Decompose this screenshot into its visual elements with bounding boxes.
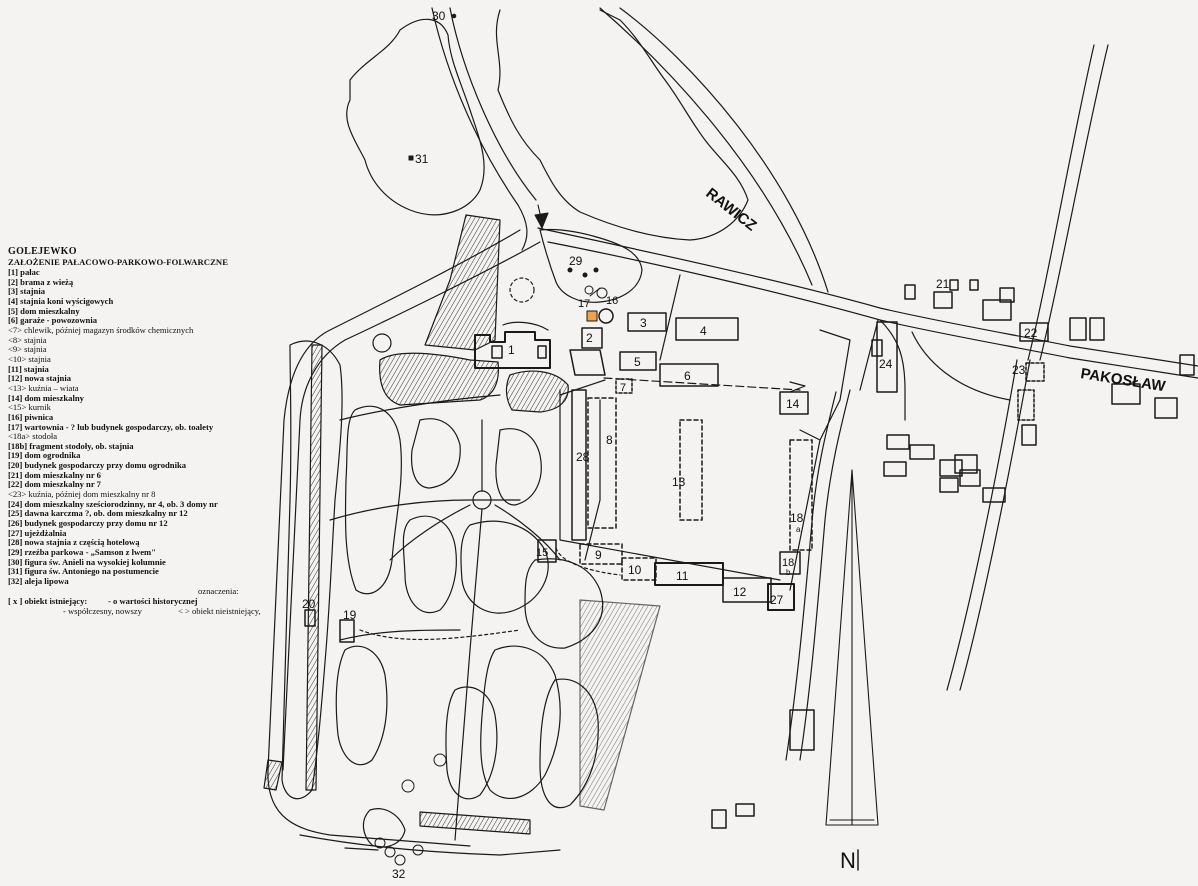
legend-item: [29] rzeźba parkowa - „Samson z lwem"	[8, 547, 156, 558]
building-label-27: 27	[770, 593, 784, 607]
legend-item: [16] piwnica	[8, 411, 54, 422]
farmyard	[555, 274, 879, 591]
road-network	[267, 7, 1198, 856]
legend-item: <13> kuźnia – wiata	[8, 382, 79, 393]
north-label: N	[840, 848, 856, 873]
legend-subtitle: ZAŁOŻENIE PAŁACOWO-PARKOWO-FOLWARCZNE	[8, 257, 229, 267]
building-label-20: 20	[302, 597, 316, 611]
building-label-14: 14	[786, 397, 800, 411]
map-labels: RAWICZ PAKOSŁAW N 1 2 3 4 5 6 7 8 9 10 1…	[302, 9, 1167, 881]
building-label-8: 8	[606, 433, 613, 447]
building-label-29: 29	[569, 254, 583, 268]
building-label-4: 4	[700, 324, 707, 338]
legend-title: GOLEJEWKO	[8, 246, 77, 257]
building-label-5: 5	[634, 355, 641, 369]
building-label-22: 22	[1024, 326, 1038, 340]
buildings	[304, 279, 1195, 829]
building-label-18a: 18	[790, 511, 804, 525]
legend-key-nonexisting: < > obiekt nieistniejący,	[178, 605, 261, 616]
building-label-7: 7	[620, 382, 626, 394]
legend-item: [5] dom mieszkalny	[8, 305, 80, 316]
legend-item: [12] nowa stajnia	[8, 373, 72, 384]
legend-item: [25] dawna karczma ?, ob. dom mieszkalny…	[8, 508, 188, 519]
legend-item: [27] ujeżdżalnia	[8, 527, 67, 538]
legend-item: <7> chlewik, później magazyn środków che…	[8, 324, 194, 335]
legend-item: <8> stajnia	[8, 334, 47, 345]
building-label-30: 30	[432, 9, 446, 23]
legend-item: [28] nowa stajnia z częścią hotelową	[8, 537, 140, 548]
legend-item: [30] figura św. Anieli na wysokiej kolum…	[8, 556, 166, 567]
legend-key-row-2: [ x ] obiekt istniejący: - o wartości hi…	[8, 595, 278, 607]
legend-item: [2] brama z wieżą	[8, 276, 74, 287]
legend-item: [24] dom mieszkalny sześciorodzinny, nr …	[8, 498, 218, 509]
building-label-18b-suffix: b	[786, 568, 791, 577]
building-label-24: 24	[879, 357, 893, 371]
legend-item: <18a> stodoła	[8, 431, 58, 442]
legend-items: [1] pałac[2] brama z wieżą[3] stajnia[4]…	[8, 267, 278, 587]
legend-item: [31] figura św. Antoniego na postumencie	[8, 566, 159, 577]
legend-key-historic: - o wartości historycznej	[108, 595, 198, 606]
legend: GOLEJEWKO ZAŁOŻENIE PAŁACOWO-PARKOWO-FOL…	[8, 246, 278, 617]
north-arrow	[534, 204, 879, 826]
legend-item: [4] stajnia koni wyścigowych	[8, 295, 114, 306]
legend-key-row-1: oznaczenia:	[8, 585, 278, 597]
building-label-17: 17	[578, 298, 590, 310]
legend-item: [18b] fragment stodoły, ob. stajnia	[8, 440, 134, 451]
small-markers	[374, 13, 608, 866]
building-label-23: 23	[1012, 363, 1026, 377]
legend-key-modern: - współczesny, nowszy	[63, 605, 142, 616]
legend-item: <15> kurnik	[8, 402, 51, 413]
building-label-13: 13	[672, 475, 686, 489]
building-label-32: 32	[392, 867, 406, 881]
legend-item: [17] wartownia - ? lub budynek gospodarc…	[8, 421, 214, 432]
road-label-rawicz: RAWICZ	[703, 185, 760, 235]
building-label-21: 21	[936, 277, 950, 291]
building-label-2: 2	[586, 331, 593, 345]
legend-item: [3] stajnia	[8, 286, 45, 297]
building-label-15: 15	[536, 547, 548, 559]
tree-canopies	[281, 9, 749, 848]
legend-item: [22] dom mieszkalny nr 7	[8, 479, 101, 490]
legend-item: [32] aleja lipowa	[8, 576, 69, 586]
building-label-1: 1	[508, 343, 515, 357]
legend-item: [14] dom mieszkalny	[8, 392, 84, 403]
legend-key-label: oznaczenia:	[198, 585, 239, 596]
building-label-3: 3	[640, 316, 647, 330]
building-label-9: 9	[595, 548, 602, 562]
legend-item: [26] budynek gospodarczy przy domu nr 12	[8, 518, 168, 529]
building-label-18b: 18	[782, 557, 794, 569]
legend-item: <23> kuźnia, później dom mieszkalny nr 8	[8, 489, 156, 500]
legend-item: [21] dom mieszkalny nr 6	[8, 469, 101, 480]
legend-item: [11] stajnia	[8, 363, 49, 374]
building-label-19: 19	[343, 608, 357, 622]
legend-item: <10> stajnia	[8, 353, 51, 364]
park-paths	[329, 277, 601, 841]
legend-item: <9> stajnia	[8, 344, 47, 355]
road-label-pakoslaw: PAKOSŁAW	[1079, 365, 1167, 395]
building-label-16: 16	[606, 295, 618, 307]
building-label-28: 28	[576, 450, 590, 464]
building-label-6: 6	[684, 369, 691, 383]
hedges	[263, 214, 661, 835]
legend-key-row-3: - współczesny, nowszy < > obiekt nieistn…	[8, 605, 278, 617]
legend-item: [1] pałac	[8, 267, 40, 277]
building-label-12: 12	[733, 585, 747, 599]
legend-key-existing: [ x ] obiekt istniejący:	[8, 595, 88, 606]
building-label-10: 10	[628, 563, 642, 577]
legend-item: [19] dom ogrodnika	[8, 450, 81, 461]
legend-item: [6] garaże - powozownia	[8, 315, 98, 326]
building-label-11: 11	[676, 569, 689, 583]
legend-item: [20] budynek gospodarczy przy domu ogrod…	[8, 460, 187, 471]
building-label-31: 31	[415, 152, 429, 166]
building-label-18a-suffix: a	[796, 525, 801, 534]
